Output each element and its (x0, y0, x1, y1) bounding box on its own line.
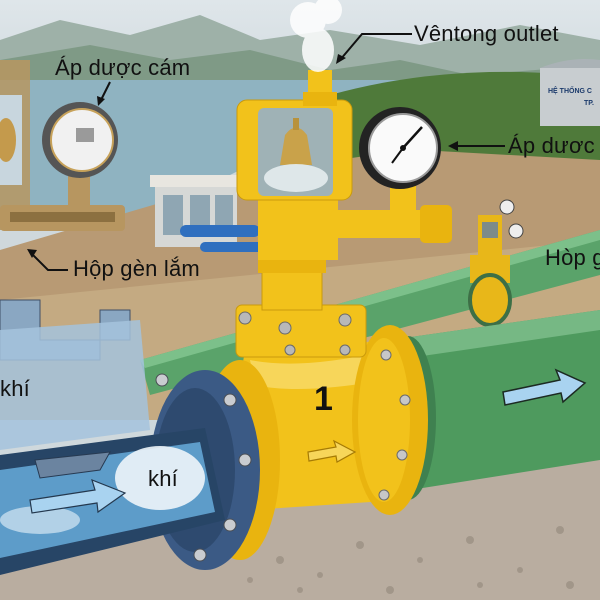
sign-text-line2: TP. (584, 100, 594, 107)
label-air-left: khí (0, 376, 30, 401)
sign-text-line1: HỆ THỐNG C (548, 88, 592, 95)
valve-number-label: 1 (314, 380, 333, 418)
label-housing-left: Hộp gèn lắm (73, 256, 200, 281)
label-air-pipe: khí (148, 466, 178, 491)
label-housing-right: Hòp g (545, 245, 600, 270)
label-pressure-gauge-right: Áp dươc (508, 133, 595, 158)
label-pressure-gauge-left: Áp dược cám (55, 55, 191, 80)
label-vent-outlet: Vêntong outlet (414, 21, 559, 46)
